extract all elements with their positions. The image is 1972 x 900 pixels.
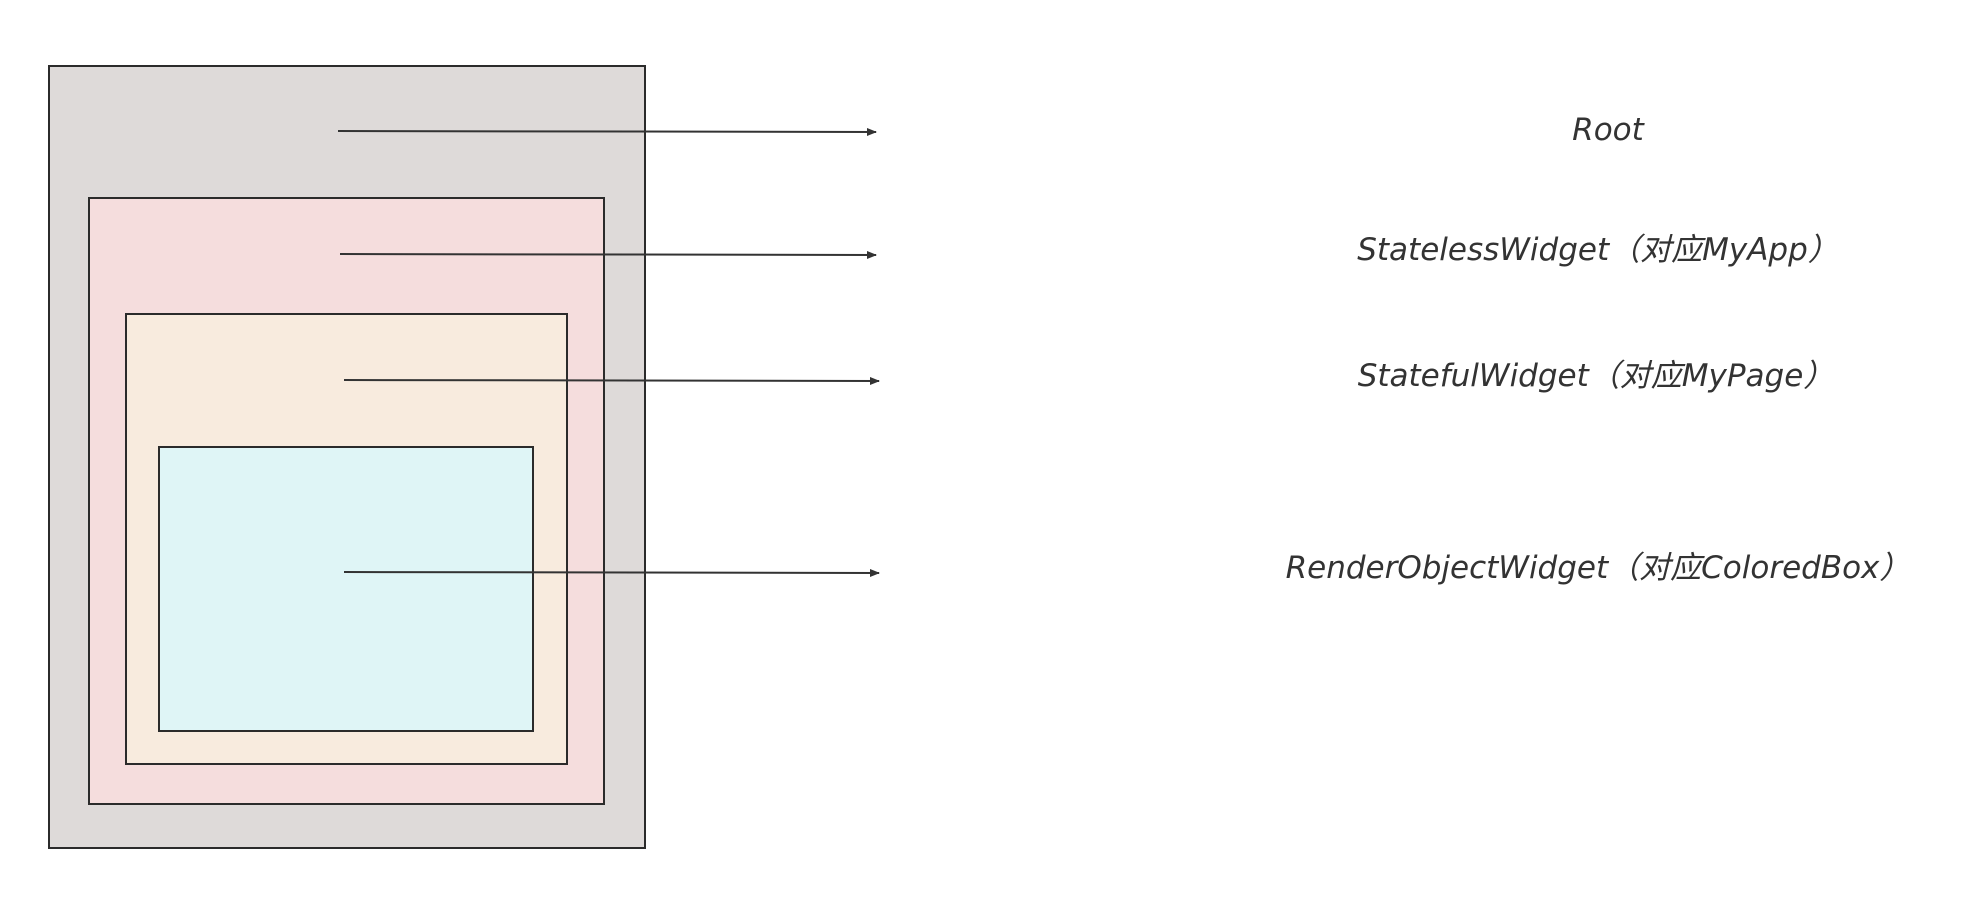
stateful-widget-label: StatefulWidget（对应MyPage） <box>1357 358 1835 394</box>
render-object-widget-box <box>158 446 534 732</box>
render-object-widget-arrow <box>343 568 880 577</box>
render-object-widget-label: RenderObjectWidget（对应ColoredBox） <box>1285 550 1911 586</box>
root-label: Root <box>1572 112 1644 148</box>
stateful-widget-arrow <box>343 376 880 385</box>
stateless-widget-arrow <box>339 250 877 259</box>
stateless-widget-label: StatelessWidget（对应MyApp） <box>1357 232 1839 268</box>
root-arrow <box>337 127 877 136</box>
